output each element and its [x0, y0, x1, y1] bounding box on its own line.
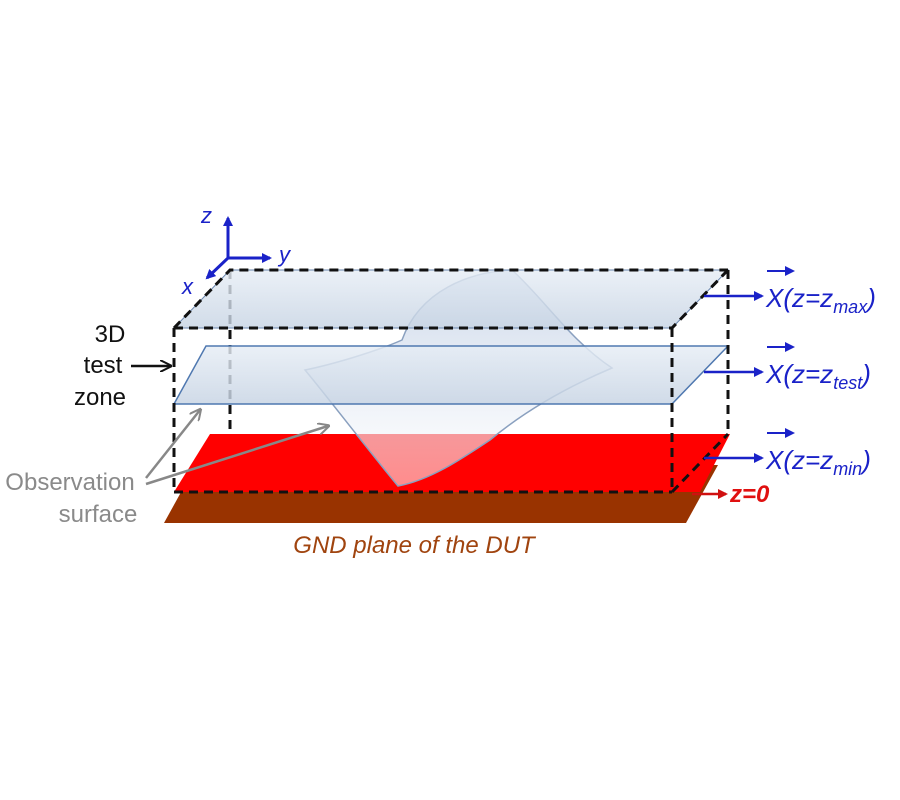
axes-icon — [205, 216, 272, 280]
ztest-label: X(z=ztest) — [765, 359, 871, 393]
zmin-label: X(z=zmin) — [765, 445, 871, 479]
test-zone-label-line1: 3D — [95, 321, 126, 348]
ztest-plane — [172, 345, 730, 405]
axis-z-label: z — [200, 203, 212, 228]
observation-arrow-1 — [145, 410, 200, 479]
test-zone-label-line3: zone — [74, 384, 126, 411]
z0-label: z=0 — [729, 481, 770, 508]
zmax-label: X(z=zmax) — [765, 283, 876, 317]
zmax-plane — [172, 269, 730, 329]
observation-label-line1: Observation — [5, 469, 134, 496]
axis-y-label: y — [277, 242, 292, 267]
gnd-plane-label: GND plane of the DUT — [293, 532, 537, 559]
axis-x-label: x — [181, 274, 194, 299]
observation-label-line2: surface — [59, 501, 138, 528]
test-zone-label-line2: test — [84, 352, 123, 379]
observation-arrow-2 — [145, 426, 328, 486]
test-zone-box — [172, 268, 730, 494]
